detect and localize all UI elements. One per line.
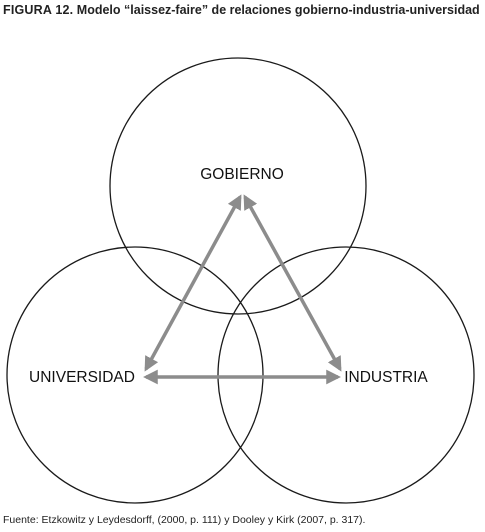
label-gobierno: GOBIERNO bbox=[200, 166, 284, 183]
label-universidad: UNIVERSIDAD bbox=[29, 369, 135, 386]
arrow-gobierno-industria bbox=[243, 194, 342, 372]
arrow-gobierno-universidad bbox=[144, 194, 242, 372]
figure-number: FIGURA 12. bbox=[3, 3, 74, 17]
label-industria: INDUSTRIA bbox=[344, 369, 428, 386]
circle-gobierno bbox=[109, 57, 367, 315]
source-note: Fuente: Etzkowitz y Leydesdorff, (2000, … bbox=[3, 514, 366, 526]
figure-caption: FIGURA 12. Modelo “laissez-faire” de rel… bbox=[3, 2, 481, 18]
figure-title: Modelo “laissez-faire” de relaciones gob… bbox=[76, 3, 480, 17]
